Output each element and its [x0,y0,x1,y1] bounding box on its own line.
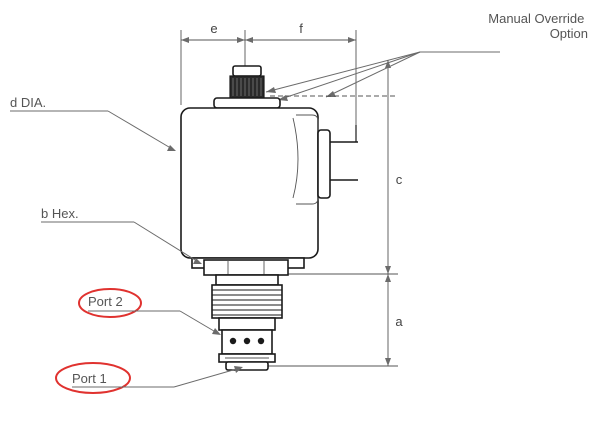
manual-override-line1: Manual Override [488,11,584,26]
dimension-a-label: a [395,314,403,329]
valve-illustration [180,65,358,371]
port-2-label: Port 2 [88,294,123,309]
port-2-highlight [78,288,142,318]
d-dia-callout: d DIA. [10,95,176,151]
right-dimension: c a [265,60,405,367]
solenoid-coil [180,107,358,259]
dimension-c-label: c [396,172,403,187]
d-dia-label: d DIA. [10,95,46,110]
manual-override-callout: Manual Override Option [265,11,588,101]
hex-nut [191,257,305,276]
port-1-highlight [55,362,131,394]
manual-override-knob [213,65,281,109]
port-1-callout: Port 1 [55,362,243,394]
cartridge-body [218,317,276,371]
top-dimension: e f [180,21,357,125]
port-1-label: Port 1 [72,371,107,386]
b-hex-label: b Hex. [41,206,79,221]
thread-section [211,274,283,319]
port-2-callout: Port 2 [78,288,221,335]
dimension-f-label: f [299,21,303,36]
manual-override-label: Manual Override Option [488,11,588,41]
b-hex-callout: b Hex. [41,206,202,264]
dimension-e-label: e [210,21,217,36]
manual-override-line2: Option [550,26,588,41]
